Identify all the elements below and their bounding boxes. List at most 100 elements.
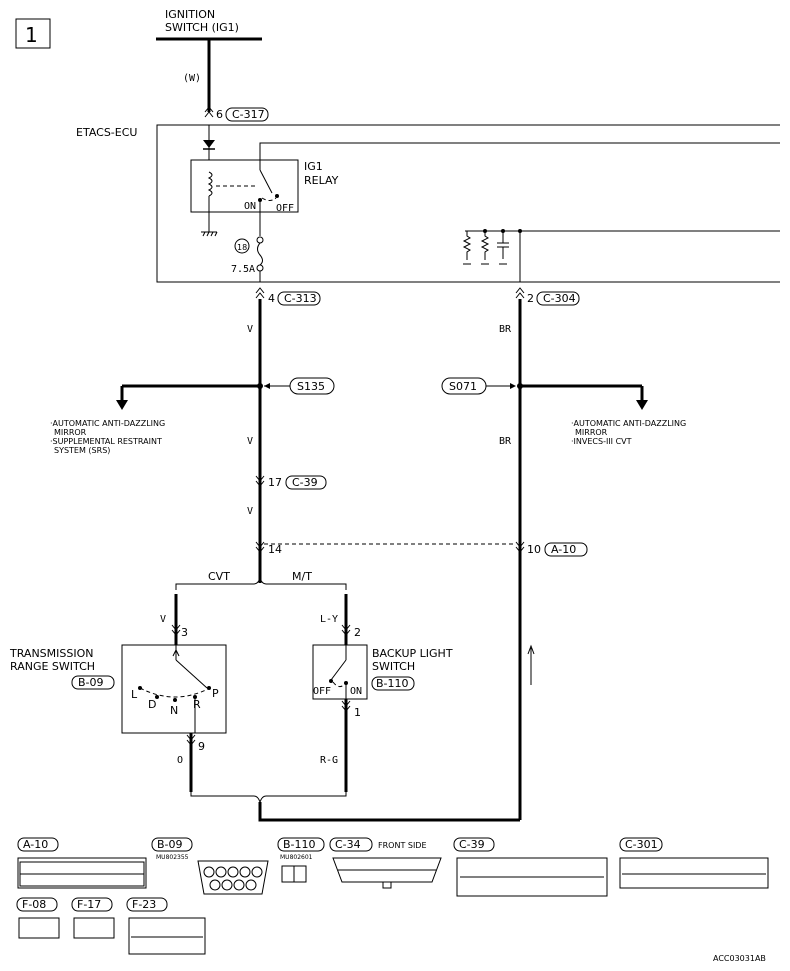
bls-connector-tag: [371, 676, 415, 691]
trs-arm: [175, 659, 208, 689]
s135-tag: [289, 377, 335, 395]
relay-off-contact: [275, 194, 279, 198]
wire-color-v-1: V: [247, 324, 253, 335]
footer-code: ACC03031AB: [713, 954, 766, 963]
trs-pos-dot: [155, 695, 159, 699]
view-b09-pin: [245, 879, 257, 891]
resistor-icon-2: [480, 231, 490, 260]
diode-icon: [203, 140, 215, 148]
wire-color-cvt-v: V: [160, 614, 166, 625]
wire-return: [258, 802, 520, 822]
fuse-number-circle: [234, 238, 250, 254]
c39-name: C-39: [292, 476, 318, 489]
connector-14-arrows: [255, 541, 265, 553]
s071-name: S071: [449, 380, 477, 393]
bls-pin1-arrows: [341, 700, 351, 712]
trs-pos-n: N: [170, 704, 178, 717]
relay-contact-arm: [259, 169, 273, 194]
ignition-switch-label-1: IGNITION: [165, 8, 215, 21]
trs-pin3-arrows: [171, 624, 181, 636]
branch-right-2: MIRROR: [575, 428, 608, 437]
view-c39-name: C-39: [459, 838, 485, 851]
view-b110-part: MU802601: [280, 854, 313, 861]
view-b09-tag: [151, 837, 193, 852]
view-f23-body: [128, 917, 206, 955]
view-c34-key: [382, 881, 392, 889]
variant-mt: M/T: [292, 570, 312, 583]
view-b09-pin: [251, 866, 263, 878]
s135-arrow: [264, 383, 270, 389]
view-b09-pin: [209, 879, 221, 891]
resistor-icon-1: [462, 231, 472, 260]
arrow-down-icon: [636, 400, 648, 410]
etacs-ecu-label: ETACS-ECU: [76, 126, 137, 139]
trs-connector-tag: [71, 675, 115, 690]
wire-color-w: (W): [183, 73, 201, 84]
ground-hatch: [202, 231, 218, 237]
view-f08-tag: [16, 897, 58, 912]
trs-pin-bottom: 9: [198, 740, 205, 753]
view-a10-body: [17, 857, 147, 889]
variant-cvt: CVT: [208, 570, 230, 583]
c313-pin: 4: [268, 292, 275, 305]
view-b09-pin: [203, 866, 215, 878]
bls-pin-bottom: 1: [354, 706, 361, 719]
wire-color-v-3: V: [247, 506, 253, 517]
branch-left-4: SYSTEM (SRS): [54, 446, 110, 455]
relay-label-1: IG1: [304, 160, 323, 173]
wire-color-rg: R-G: [320, 755, 338, 766]
branch-right-3: ·INVECS-III CVT: [571, 437, 632, 446]
c39-tag: [285, 475, 327, 490]
connector-c39-arrows: [255, 475, 265, 487]
arrow-up-icon: [527, 644, 535, 655]
trs-pin9-arrows: [186, 734, 196, 746]
view-b09-pin: [239, 866, 251, 878]
ignition-switch-label-2: SWITCH (IG1): [165, 21, 239, 34]
trs-pos-dot: [207, 686, 211, 690]
a10-pin: 10: [527, 543, 541, 556]
view-b09-part: MU802355: [156, 854, 189, 861]
bls-arm: [330, 659, 347, 681]
view-c34-note: FRONT SIDE: [378, 841, 427, 850]
trs-arc: [139, 687, 211, 698]
relay-throw-arc: [261, 197, 277, 201]
trs-label-2: RANGE SWITCH: [10, 660, 95, 673]
variant-brace-top: [175, 576, 347, 590]
branch-right-1: ·AUTOMATIC ANTI-DAZZLING: [571, 419, 686, 428]
trs-connector: B-09: [78, 676, 104, 689]
trs-pivot: [172, 648, 180, 657]
c313-name: C-313: [284, 292, 317, 305]
view-a10-tag: [17, 837, 59, 852]
bls-pin-top: 2: [354, 626, 361, 639]
etacs-ecu-box: [156, 124, 780, 283]
diagram-number: 1: [25, 23, 38, 47]
trs-pos-l: L: [131, 688, 138, 701]
view-b09-pin: [227, 866, 239, 878]
trs-label-1: TRANSMISSION: [9, 647, 93, 660]
a10-tag: [544, 542, 588, 557]
variant-brace-bottom: [190, 792, 347, 804]
branch-left-3: ·SUPPLEMENTAL RESTRAINT: [50, 437, 162, 446]
fuse-terminal-bottom: [256, 264, 264, 272]
view-a10-name: A-10: [23, 838, 48, 851]
arrow-down-icon: [116, 400, 128, 410]
bls-throw-arc: [332, 681, 346, 688]
view-c301-body: [619, 857, 769, 889]
fuse-icon: [257, 242, 263, 266]
a10-name: A-10: [551, 543, 576, 556]
c39-pin: 17: [268, 476, 282, 489]
s135-name: S135: [297, 380, 325, 393]
c304-tag: [536, 291, 580, 306]
trs-pos-p: P: [212, 687, 219, 700]
relay-on-label: ON: [244, 201, 256, 212]
wire-color-br-1: BR: [499, 324, 512, 335]
bls-label-1: BACKUP LIGHT: [372, 647, 453, 660]
connector-c313-arrows: [255, 287, 265, 299]
c317-tag: [225, 107, 269, 122]
view-f17-tag: [71, 897, 113, 912]
c317-name: C-317: [232, 108, 265, 121]
trs-pos-r: R: [193, 698, 201, 711]
bls-off-contact: [329, 679, 333, 683]
